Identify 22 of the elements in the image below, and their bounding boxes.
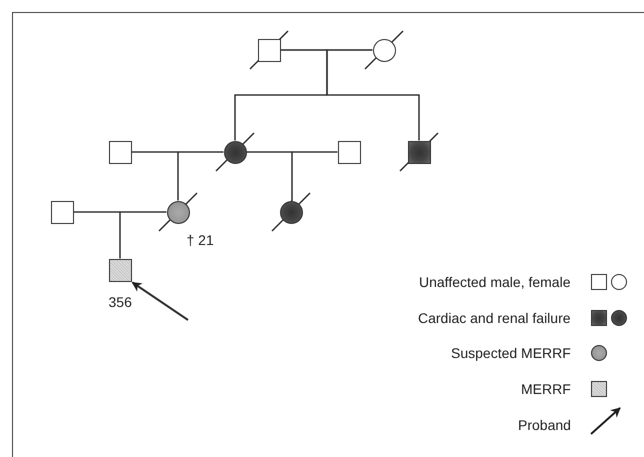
pedigree-line [326, 49, 420, 140]
male-square [50, 200, 74, 224]
female-circle [280, 200, 302, 224]
individual-number-label: 356 [108, 294, 132, 310]
legend-label: Proband [518, 417, 571, 433]
male-square [108, 258, 132, 282]
pedigree-line [290, 151, 338, 202]
male-square [108, 140, 132, 164]
pedigree-line [119, 211, 166, 260]
female-circle [166, 200, 190, 224]
male-square [338, 140, 360, 164]
legend-label: Cardiac and renal failure [418, 310, 571, 326]
legend-label: MERRF [521, 381, 571, 397]
proband-arrow [132, 282, 189, 321]
female-circle [224, 140, 246, 164]
female-circle [372, 38, 396, 62]
legend-label: Suspected MERRF [451, 345, 571, 361]
legend-label: Unaffected male, female [419, 274, 570, 290]
pedigree-line [177, 151, 224, 202]
male-square [408, 140, 430, 164]
death-age-label: † 21 [186, 232, 214, 248]
male-square [258, 38, 280, 62]
